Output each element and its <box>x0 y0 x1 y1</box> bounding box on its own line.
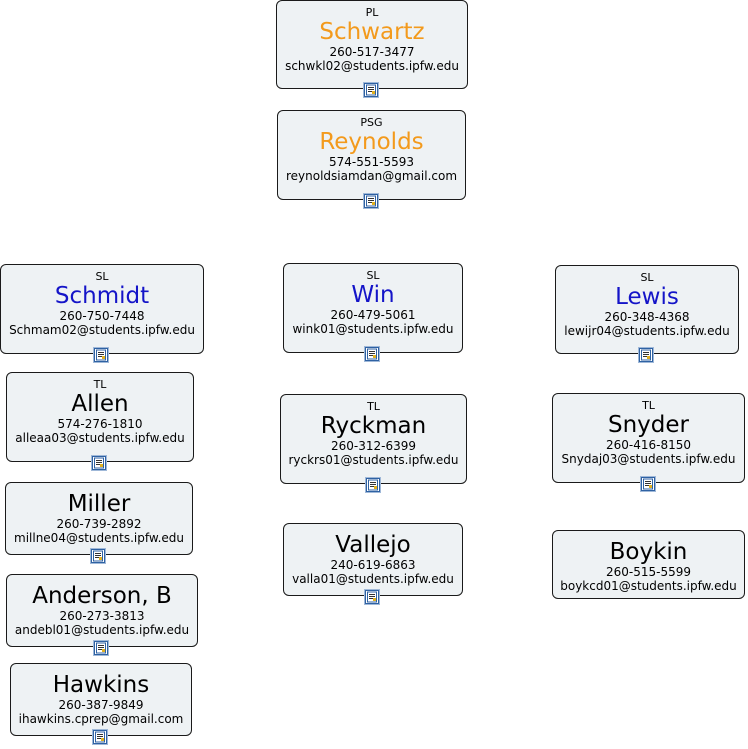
card-member-boykin[interactable]: Boykin 260-515-5599 boykcd01@students.ip… <box>552 530 745 599</box>
role-label: PL <box>365 6 379 19</box>
person-name: Schmidt <box>54 283 150 309</box>
person-name: Lewis <box>615 284 679 310</box>
phone-number: 260-273-3813 <box>59 609 145 623</box>
email-address: ryckrs01@students.ipfw.edu <box>288 453 459 467</box>
person-name: Win <box>351 282 395 308</box>
phone-number: 260-479-5061 <box>330 308 416 322</box>
notes-icon[interactable] <box>92 456 106 470</box>
email-address: ihawkins.cprep@gmail.com <box>18 712 184 726</box>
phone-number: 260-416-8150 <box>605 438 691 452</box>
card-tl-snyder[interactable]: TL Snyder 260-416-8150 Snydaj03@students… <box>552 393 745 491</box>
card-member-hawkins[interactable]: Hawkins 260-387-9849 ihawkins.cprep@gmai… <box>10 663 192 744</box>
card-sl-win[interactable]: SL Win 260-479-5061 wink01@students.ipfw… <box>283 263 463 361</box>
phone-number: 260-348-4368 <box>604 310 690 324</box>
person-name: Ryckman <box>320 413 427 439</box>
phone-number: 260-515-5599 <box>605 565 691 579</box>
card-pl-schwartz[interactable]: PL Schwartz 260-517-3477 schwkl02@studen… <box>276 0 468 97</box>
person-name: Vallejo <box>335 532 411 558</box>
notes-icon[interactable] <box>639 348 653 362</box>
person-name: Snyder <box>608 412 689 438</box>
person-name: Schwartz <box>319 19 425 45</box>
notes-icon[interactable] <box>365 590 379 604</box>
role-label: TL <box>93 378 107 391</box>
card-tl-ryckman[interactable]: TL Ryckman 260-312-6399 ryckrs01@student… <box>280 394 467 492</box>
phone-number: 574-276-1810 <box>57 417 143 431</box>
notes-icon[interactable] <box>93 730 107 744</box>
notes-icon[interactable] <box>364 83 378 97</box>
role-label: SL <box>95 270 109 283</box>
role-label: PSG <box>360 116 383 129</box>
card-member-miller[interactable]: Miller 260-739-2892 millne04@students.ip… <box>5 482 193 563</box>
card-sl-schmidt[interactable]: SL Schmidt 260-750-7448 Schmam02@student… <box>0 264 204 362</box>
notes-icon[interactable] <box>365 347 379 361</box>
person-name: Boykin <box>609 539 688 565</box>
phone-number: 260-387-9849 <box>58 698 144 712</box>
email-address: alleaa03@students.ipfw.edu <box>15 431 185 445</box>
notes-icon[interactable] <box>91 549 105 563</box>
notes-icon[interactable] <box>363 194 378 208</box>
notes-icon[interactable] <box>640 477 655 491</box>
phone-number: 260-750-7448 <box>59 309 145 323</box>
person-name: Allen <box>71 391 129 417</box>
card-member-vallejo[interactable]: Vallejo 240-619-6863 valla01@students.ip… <box>283 523 463 604</box>
person-name: Anderson, B <box>32 583 172 609</box>
email-address: lewijr04@students.ipfw.edu <box>564 324 730 338</box>
email-address: millne04@students.ipfw.edu <box>14 531 184 545</box>
email-address: wink01@students.ipfw.edu <box>292 322 454 336</box>
card-member-anderson[interactable]: Anderson, B 260-273-3813 andebl01@studen… <box>6 574 198 655</box>
person-name: Hawkins <box>52 672 150 698</box>
email-address: schwkl02@students.ipfw.edu <box>285 59 459 73</box>
phone-number: 240-619-6863 <box>330 558 416 572</box>
role-label: SL <box>366 269 380 282</box>
email-address: andebl01@students.ipfw.edu <box>14 623 190 637</box>
card-sl-lewis[interactable]: SL Lewis 260-348-4368 lewijr04@students.… <box>555 265 739 362</box>
phone-number: 260-517-3477 <box>329 45 415 59</box>
email-address: boykcd01@students.ipfw.edu <box>560 579 737 593</box>
notes-icon[interactable] <box>94 641 108 655</box>
person-name: Miller <box>67 491 131 517</box>
email-address: reynoldsiamdan@gmail.com <box>285 169 458 183</box>
email-address: Snydaj03@students.ipfw.edu <box>561 452 736 466</box>
phone-number: 574-551-5593 <box>328 155 414 169</box>
role-label: TL <box>642 399 655 412</box>
phone-number: 260-739-2892 <box>56 517 142 531</box>
phone-number: 260-312-6399 <box>330 439 416 453</box>
role-label: SL <box>640 271 654 284</box>
card-tl-allen[interactable]: TL Allen 574-276-1810 alleaa03@students.… <box>6 372 194 470</box>
card-psg-reynolds[interactable]: PSG Reynolds 574-551-5593 reynoldsiamdan… <box>277 110 466 208</box>
email-address: valla01@students.ipfw.edu <box>292 572 454 586</box>
role-label: TL <box>367 400 380 413</box>
email-address: Schmam02@students.ipfw.edu <box>9 323 195 337</box>
notes-icon[interactable] <box>365 478 380 492</box>
person-name: Reynolds <box>319 129 424 155</box>
notes-icon[interactable] <box>94 348 108 362</box>
